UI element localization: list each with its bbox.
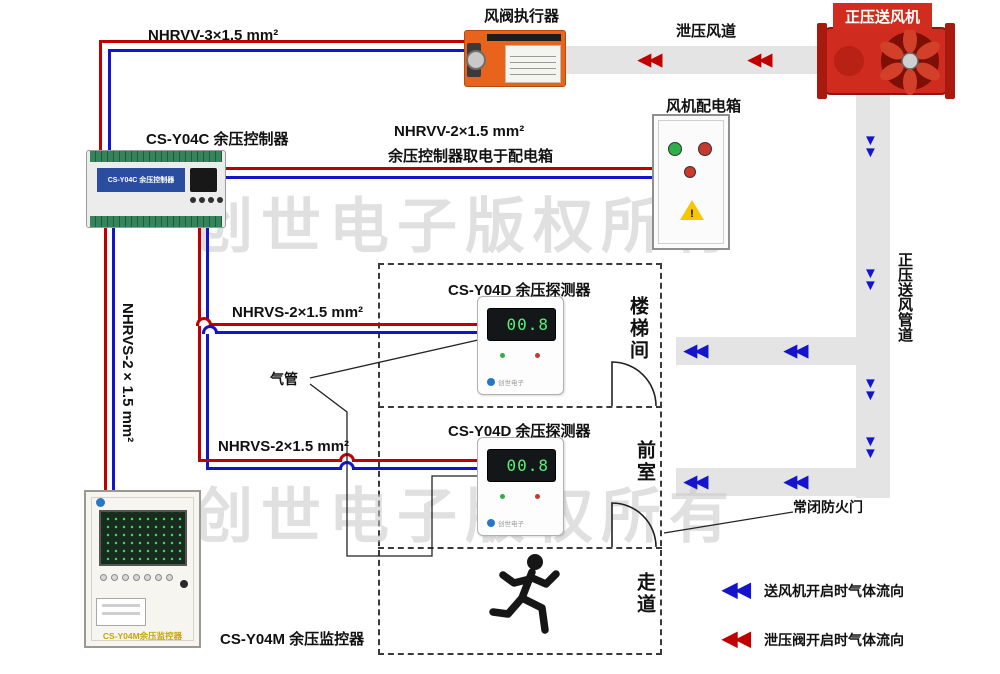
wire-monitor-red-vertical xyxy=(104,225,107,492)
legend-relief-text: 泄压阀开启时气体流向 xyxy=(764,632,904,648)
legend-supply-arrow-icon: ◀◀ xyxy=(722,579,751,601)
supply-flow-arrow-icon: ◀◀ xyxy=(684,472,708,491)
brand-text: 创世电子 xyxy=(498,380,524,387)
wire-label-detector1: NHRVS-2×1.5 mm² xyxy=(232,304,364,321)
actuator-nameplate xyxy=(505,45,561,83)
relief-duct xyxy=(563,46,858,74)
brand-logo-icon xyxy=(487,519,495,527)
wire-label-detector2: NHRVS-2×1.5 mm² xyxy=(218,438,350,455)
wire-detector-blue-vertical xyxy=(206,225,209,470)
wire-label-power-2: 余压控制器取电于配电箱 xyxy=(388,148,554,165)
wire-detector1-red xyxy=(198,323,478,326)
supply-flow-down-icon: ▼▼ xyxy=(863,132,878,161)
supply-flow-down-icon: ▼▼ xyxy=(863,375,878,404)
supply-flow-down-icon: ▼▼ xyxy=(863,433,878,462)
wire-actuator-red-vertical xyxy=(99,40,102,157)
supply-duct-branch-stairwell xyxy=(676,337,858,365)
actuator-title: 风阀执行器 xyxy=(484,8,560,25)
detector-display: 00.8 xyxy=(487,308,556,341)
red-button xyxy=(684,166,696,178)
room-label-anteroom: 前室 xyxy=(634,440,655,484)
legend-relief-arrow-icon: ◀◀ xyxy=(722,628,751,650)
room-label-corridor: 走道 xyxy=(634,572,655,616)
supply-flow-arrow-icon: ◀◀ xyxy=(784,472,808,491)
detector1-title: CS-Y04D 余压探测器 xyxy=(448,282,591,299)
red-indicator xyxy=(698,142,712,156)
wire-actuator-blue xyxy=(108,49,466,52)
running-person-icon xyxy=(489,554,560,634)
detector-brand: 创世电子 xyxy=(487,518,524,528)
air-tube-label: 气管 xyxy=(270,371,298,387)
red-led xyxy=(535,353,540,358)
green-indicator xyxy=(668,142,682,156)
supply-flow-arrow-icon: ◀◀ xyxy=(684,341,708,360)
room-divider-2 xyxy=(378,547,662,549)
wire-actuator-blue-vertical xyxy=(108,49,111,157)
distribution-box-door xyxy=(658,120,724,244)
supply-duct-vertical xyxy=(856,60,890,498)
brand-logo-icon xyxy=(96,498,105,507)
controller-title: CS-Y04C 余压控制器 xyxy=(146,131,289,148)
fan-distribution-box: ! xyxy=(652,114,730,250)
wire-hop xyxy=(339,461,355,470)
pressure-detector-anteroom: 00.8 创世电子 xyxy=(477,437,564,536)
wire-label-actuator: NHRVV-3×1.5 mm² xyxy=(148,27,279,44)
supply-duct-title: 正压送风管道 xyxy=(896,252,913,342)
wire-hop xyxy=(202,325,218,334)
pressure-monitor-cabinet: CS-Y04M余压监控器 xyxy=(84,490,201,648)
terminal-strip-top xyxy=(90,151,222,162)
fire-door-label: 常闭防火门 xyxy=(793,499,863,515)
monitor-door xyxy=(91,497,194,641)
supply-flow-down-icon: ▼▼ xyxy=(863,265,878,294)
monitor-title: CS-Y04M 余压监控器 xyxy=(220,631,365,648)
wire-label-monitor: NHRVS-2×1.5 mm² xyxy=(119,303,136,443)
damper-actuator xyxy=(464,30,566,87)
distribution-box-title: 风机配电箱 xyxy=(666,98,742,115)
actuator-shaft-knob xyxy=(466,50,486,70)
room-label-stairwell: 楼梯间 xyxy=(627,296,648,362)
actuator-strip xyxy=(487,34,561,41)
pressure-detector-stairwell: 00.8 创世电子 xyxy=(477,296,564,395)
wire-monitor-blue-vertical xyxy=(112,225,115,492)
wire-detector1-blue xyxy=(206,331,478,334)
wire-detector2-red xyxy=(198,459,478,462)
wire-detector-red-vertical xyxy=(198,225,201,462)
room-divider-1 xyxy=(378,406,662,408)
green-led xyxy=(500,353,505,358)
brand-text: 创世电子 xyxy=(498,521,524,528)
relief-flow-arrow-icon: ◀◀ xyxy=(638,50,662,69)
wire-label-power-1: NHRVV-2×1.5 mm² xyxy=(394,123,525,140)
label-pocket xyxy=(96,598,146,626)
red-led xyxy=(535,494,540,499)
wire-actuator-red xyxy=(99,40,466,43)
monitor-nameplate: CS-Y04M余压监控器 xyxy=(102,631,183,641)
keyhole-icon xyxy=(180,580,188,588)
green-led xyxy=(500,494,505,499)
terminal-strip-bottom xyxy=(90,216,222,227)
controller-buttons xyxy=(190,197,223,203)
wire-power-red xyxy=(225,167,653,170)
supply-duct-branch-anteroom xyxy=(676,468,858,496)
wire-power-blue xyxy=(225,176,653,179)
detector-brand: 创世电子 xyxy=(487,377,524,387)
supply-flow-arrow-icon: ◀◀ xyxy=(784,341,808,360)
brand-logo-icon xyxy=(487,378,495,386)
fan-title-badge: 正压送风机 xyxy=(833,3,933,30)
monitor-led-screen xyxy=(99,510,187,566)
legend-supply-text: 送风机开启时气体流向 xyxy=(764,583,904,599)
controller-lcd xyxy=(190,168,217,192)
monitor-buttons xyxy=(100,574,173,581)
detector-display: 00.8 xyxy=(487,449,556,482)
wire-hop xyxy=(196,317,212,326)
relief-flow-arrow-icon: ◀◀ xyxy=(748,50,772,69)
relief-duct-title: 泄压风道 xyxy=(676,23,737,40)
pressure-controller-device: CS-Y04C 余压控制器 xyxy=(86,150,226,228)
detector2-title: CS-Y04D 余压探测器 xyxy=(448,423,591,440)
controller-nameplate: CS-Y04C 余压控制器 xyxy=(97,168,185,192)
